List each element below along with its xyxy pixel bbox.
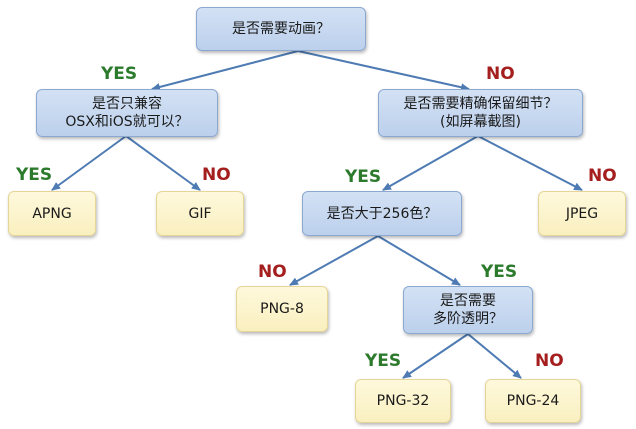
node-png24-text: PNG-24 [506, 393, 560, 409]
node-animation-question-text: 是否需要动画？ [232, 21, 330, 37]
node-apng: APNG [8, 191, 96, 236]
edge-compat-gif [125, 135, 201, 191]
node-alpha-line2: 多阶透明？ [433, 311, 503, 327]
edge-colors-png8 [289, 235, 379, 286]
edge-detail-colors [382, 135, 479, 191]
node-animation-question: 是否需要动画？ [196, 7, 366, 51]
node-detail-question: 是否需要精确保留细节？ (如屏幕截图) [378, 89, 583, 137]
label-colors-yes: YES [481, 262, 518, 282]
edge-detail-jpeg [477, 135, 583, 191]
node-compat-line2: OSX和iOS就可以？ [65, 114, 189, 130]
node-jpeg: JPEG [538, 191, 626, 236]
node-compat-question: 是否只兼容 OSX和iOS就可以？ [36, 89, 218, 137]
node-apng-text: APNG [32, 205, 72, 222]
node-png8: PNG-8 [236, 286, 328, 332]
node-alpha-question: 是否需要 多阶透明？ [403, 286, 533, 334]
node-compat-line1: 是否只兼容 [92, 96, 162, 112]
node-colors-question: 是否大于256色？ [302, 191, 462, 236]
edge-colors-alpha [377, 235, 461, 286]
node-png32: PNG-32 [355, 379, 451, 423]
label-alpha-no: NO [535, 351, 564, 371]
label-compat-yes: YES [16, 165, 53, 185]
label-root-no: NO [486, 64, 515, 84]
label-detail-no: NO [588, 166, 617, 186]
node-jpeg-text: JPEG [565, 205, 599, 222]
node-png24: PNG-24 [485, 379, 581, 423]
edge-root-detail [297, 50, 470, 92]
label-root-yes: YES [101, 64, 138, 84]
label-detail-yes: YES [345, 167, 382, 187]
node-detail-line2: (如屏幕截图) [440, 114, 521, 130]
label-colors-no: NO [258, 262, 287, 282]
node-colors-question-text: 是否大于256色？ [326, 205, 438, 222]
node-detail-line1: 是否需要精确保留细节？ [403, 96, 558, 112]
label-compat-no: NO [202, 165, 231, 185]
edge-alpha-png32 [402, 333, 469, 379]
label-alpha-yes: YES [365, 351, 402, 371]
edge-compat-apng [51, 135, 127, 191]
node-gif-text: GIF [188, 205, 212, 222]
node-gif: GIF [156, 191, 244, 236]
node-alpha-line1: 是否需要 [440, 293, 496, 309]
edge-alpha-png24 [467, 333, 522, 379]
edge-root-compat [151, 50, 299, 91]
node-png8-text: PNG-8 [260, 301, 304, 317]
node-png32-text: PNG-32 [376, 393, 430, 409]
